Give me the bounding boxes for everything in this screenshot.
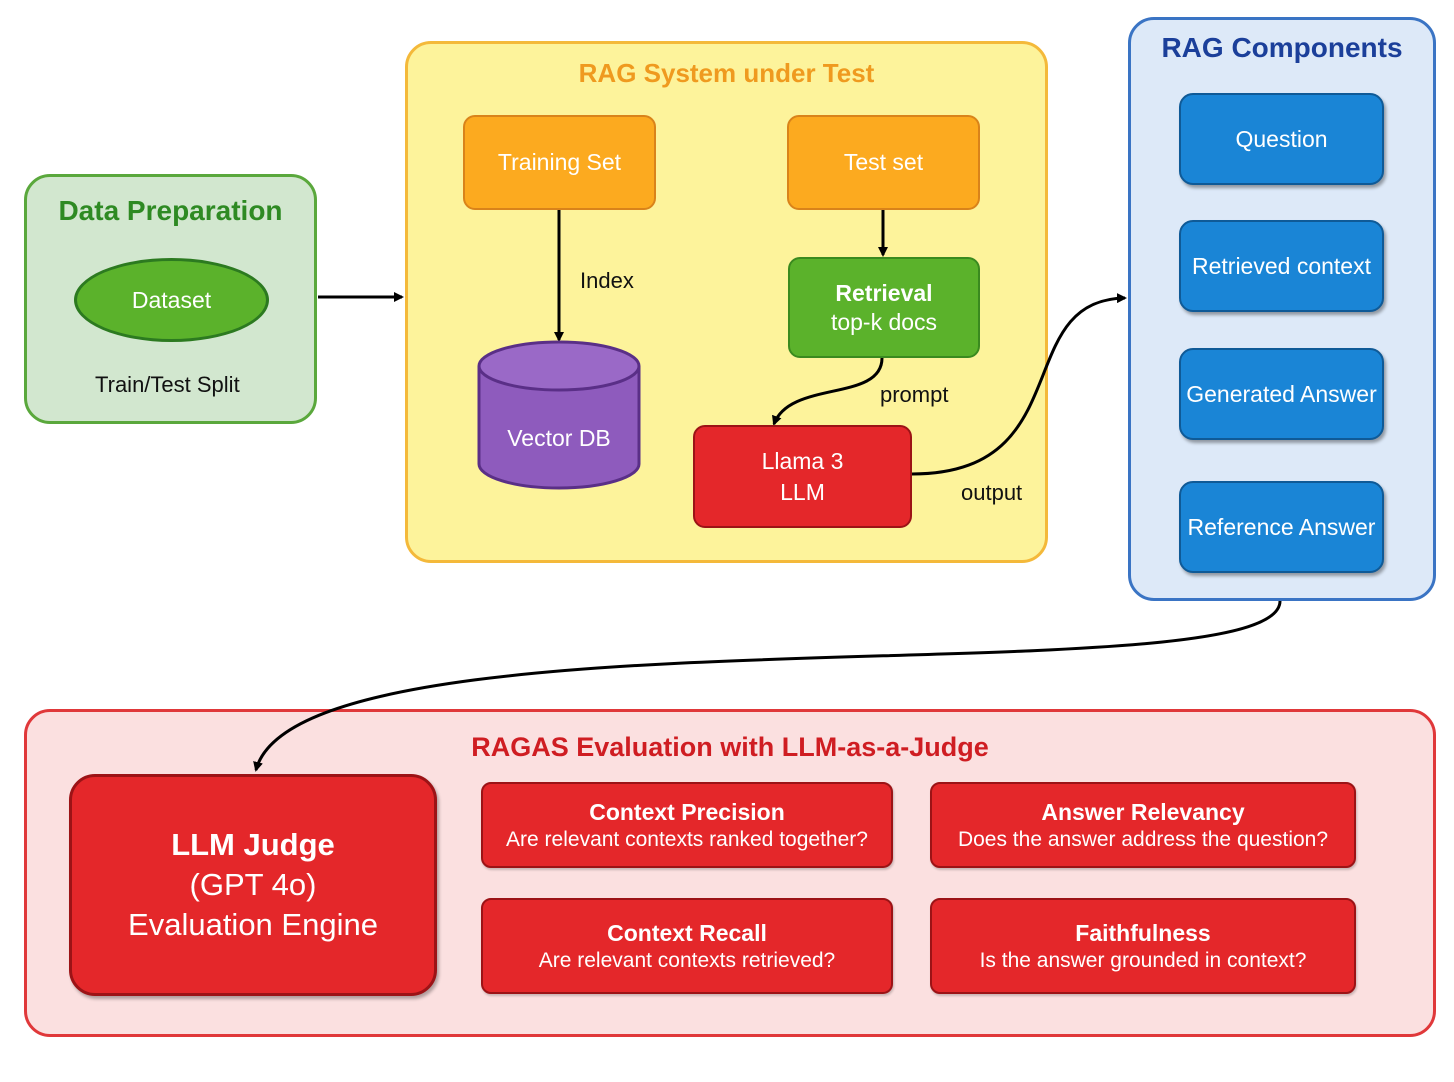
metric-description: Does the answer address the question? — [957, 827, 1329, 851]
index-label: Index — [580, 268, 634, 293]
component-reference-answer: Reference Answer — [1179, 481, 1384, 573]
dataset-node: Dataset — [74, 258, 269, 342]
dataset-label: Dataset — [131, 286, 212, 313]
component-question-label: Question — [1235, 125, 1328, 152]
component-retrieved-context: Retrieved context — [1179, 220, 1384, 312]
metric-title: Context Precision — [589, 798, 785, 825]
judge-label-line1: LLM Judge — [171, 827, 335, 862]
test-set-label: Test set — [843, 149, 924, 175]
retrieval-label-line1: Retrieval — [835, 279, 933, 306]
metric-description: Are relevant contexts retrieved? — [538, 948, 836, 972]
vector-db-label: Vector DB — [507, 424, 611, 451]
llm-judge-node: LLM Judge (GPT 4o) Evaluation Engine — [69, 774, 437, 996]
metric-title: Answer Relevancy — [1041, 798, 1245, 825]
component-question: Question — [1179, 93, 1384, 185]
vector-db-cylinder — [477, 340, 641, 490]
data-preparation-title: Data Preparation — [58, 195, 283, 226]
component-retrieved-context-label: Retrieved context — [1192, 252, 1371, 279]
metric-answer-relevancy: Answer Relevancy Does the answer address… — [930, 782, 1356, 868]
metric-title: Faithfulness — [1075, 919, 1211, 946]
training-set-label: Training Set — [497, 149, 622, 175]
metric-context-recall: Context Recall Are relevant contexts ret… — [481, 898, 893, 994]
arrow-retrieval-to-llm — [772, 357, 884, 426]
test-set-node: Test set — [787, 115, 980, 210]
metric-context-precision: Context Precision Are relevant contexts … — [481, 782, 893, 868]
output-label: output — [961, 480, 1023, 505]
rag-system-title: RAG System under Test — [578, 58, 875, 88]
component-reference-answer-label: Reference Answer — [1187, 513, 1376, 540]
component-generated-answer-label: Generated Answer — [1186, 380, 1377, 407]
judge-label-line3: Evaluation Engine — [128, 907, 378, 942]
llama-llm-node: Llama 3 LLM — [693, 425, 912, 528]
metric-title: Context Recall — [607, 919, 767, 946]
component-generated-answer: Generated Answer — [1179, 348, 1384, 440]
arrow-llm-to-components — [911, 293, 1127, 476]
llm-label-line1: Llama 3 — [761, 447, 844, 474]
rag-components-title: RAG Components — [1161, 32, 1403, 63]
metric-description: Are relevant contexts ranked together? — [506, 827, 868, 851]
retrieval-label-line2: top-k docs — [830, 308, 938, 335]
metric-faithfulness: Faithfulness Is the answer grounded in c… — [930, 898, 1356, 994]
train-test-split-label: Train/Test Split — [95, 372, 240, 397]
ragas-evaluation-title: RAGAS Evaluation with LLM-as-a-Judge — [471, 732, 989, 762]
prompt-label: prompt — [880, 382, 949, 407]
vector-db-node: Vector DB — [479, 400, 639, 476]
training-set-node: Training Set — [463, 115, 656, 210]
retrieval-node: Retrieval top-k docs — [788, 257, 980, 358]
llm-label-line2: LLM — [780, 478, 825, 505]
judge-label-line2: (GPT 4o) — [189, 867, 317, 902]
arrow-components-to-judge — [253, 600, 1282, 772]
metric-description: Is the answer grounded in context? — [979, 948, 1307, 972]
